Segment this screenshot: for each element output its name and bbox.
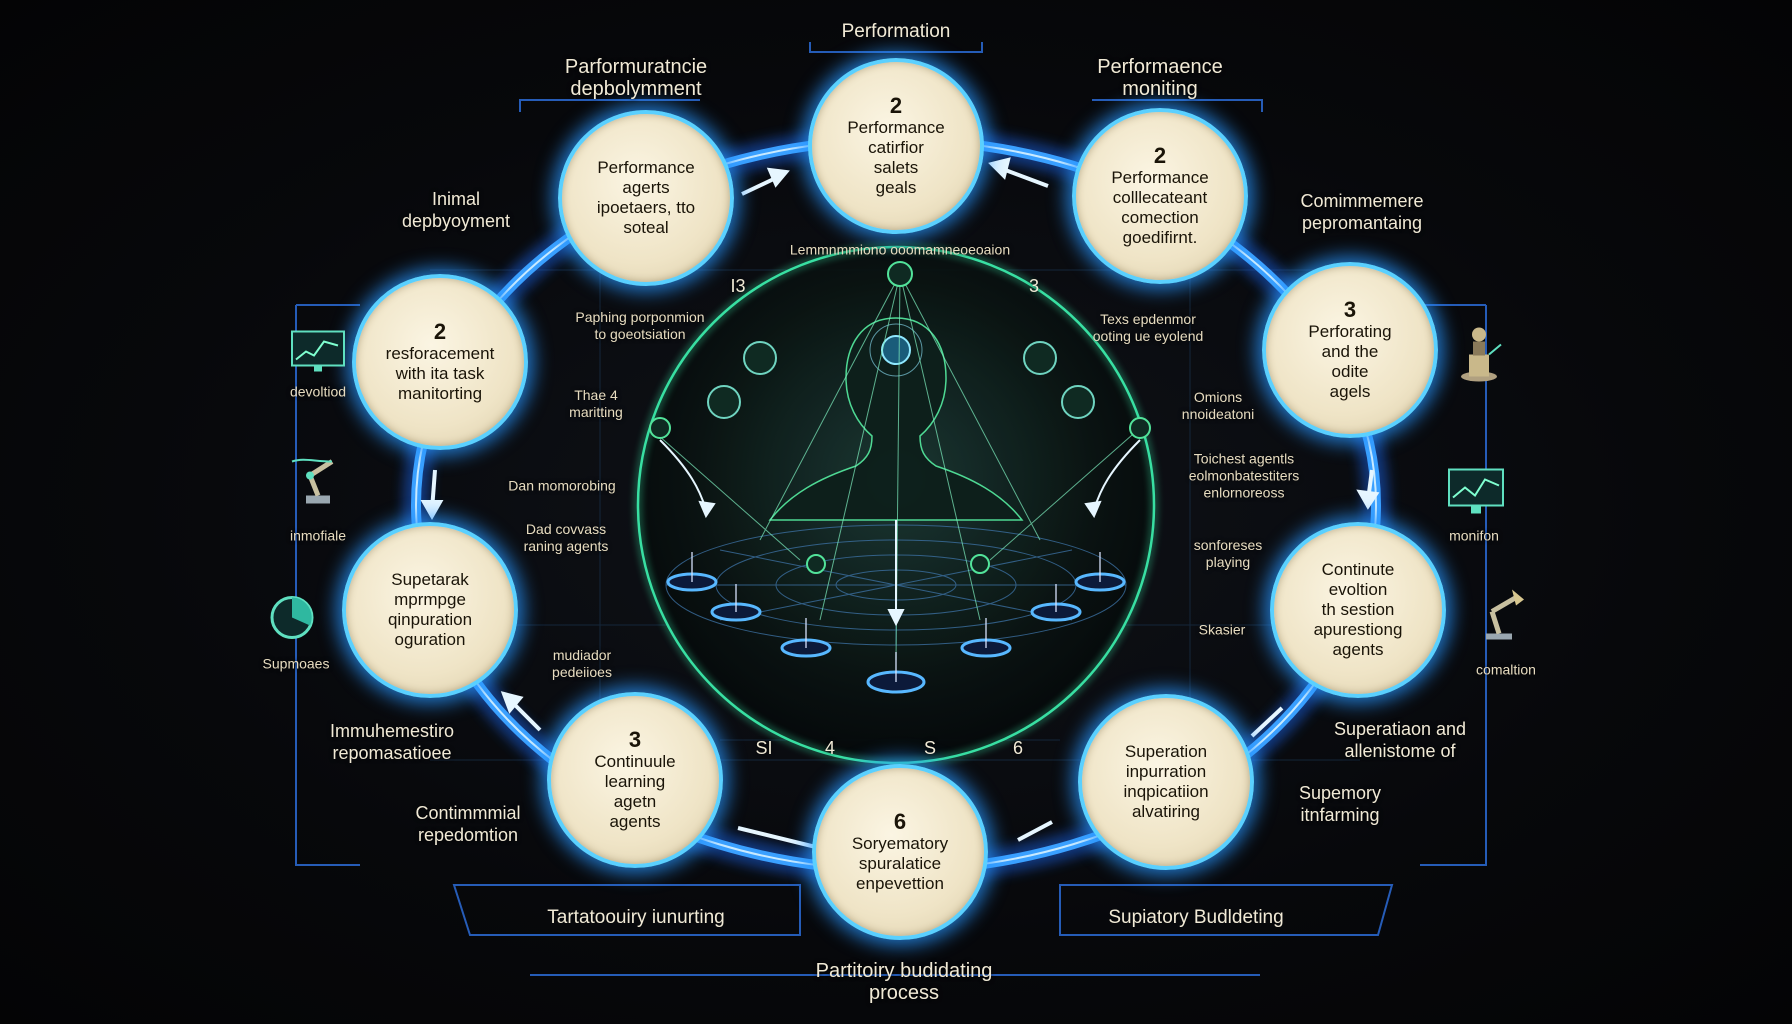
central-hologram bbox=[633, 242, 1159, 768]
stage-node-evolution[interactable]: Continute evoltion th sestion apurestion… bbox=[1270, 522, 1446, 698]
stage-node-agents[interactable]: Performance agerts ipoetaers, tto soteal bbox=[558, 110, 734, 286]
left-header: Parformuratncie depbolymment bbox=[564, 56, 708, 100]
right-header: Performaence moniting bbox=[1097, 56, 1223, 100]
stage-node-goals[interactable]: 2 Performance catirfior salets geals bbox=[808, 58, 984, 234]
pie-chart-icon bbox=[268, 594, 316, 647]
stage-text: Performance colllecateant comection goed… bbox=[1111, 168, 1209, 247]
label-initial-deployment: Inimal depbyoyment bbox=[401, 189, 511, 231]
tick-13: I3 bbox=[730, 276, 746, 296]
label-monitor: monifon bbox=[1449, 527, 1499, 544]
robot-arm-icon bbox=[288, 452, 348, 513]
label-supmoaes: Supmoaes bbox=[262, 655, 330, 672]
tick-5: S bbox=[923, 738, 937, 758]
stage-text: Perforating and the odite agels bbox=[1308, 322, 1392, 401]
label-top-center: Lemmnmmiono ooomamneoeoaion bbox=[789, 241, 1011, 258]
tick-4: 4 bbox=[824, 738, 836, 758]
label-cumation: comaltion bbox=[1476, 661, 1536, 678]
chart-monitor-icon bbox=[290, 330, 346, 379]
stage-text: Performance agerts ipoetaers, tto soteal bbox=[596, 158, 696, 237]
tick-3: 3 bbox=[1028, 276, 1040, 296]
stage-text: Performance catirfior salets geals bbox=[847, 118, 945, 197]
trophy-figure-icon bbox=[1455, 315, 1505, 390]
stage-number: 2 bbox=[1153, 143, 1167, 168]
label-superatan: Superatiaon and allenistome of bbox=[1333, 719, 1467, 761]
stage-node-supetarak[interactable]: Supetarak mprmpge qinpuration oguration bbox=[342, 522, 518, 698]
label-continual: Contimmmial repedomtion bbox=[415, 803, 521, 845]
stage-node-superation[interactable]: Superation inpurration inqpicatiion alva… bbox=[1078, 694, 1254, 870]
stage-node-learning[interactable]: 3 Continuule learning agetn agents bbox=[547, 692, 723, 868]
label-omions: Omions nnoideatoni bbox=[1181, 389, 1255, 422]
monitor-icon bbox=[1447, 468, 1505, 521]
label-devolution: devoltiod bbox=[289, 383, 347, 400]
label-immediate: Immuhemestiro repomasatioee bbox=[329, 721, 455, 763]
stage-text: Supetarak mprmpge qinpuration oguration bbox=[387, 570, 473, 649]
label-inmotion: inmofiale bbox=[289, 527, 347, 544]
stage-number: 3 bbox=[1343, 297, 1357, 322]
label-texs: Texs epdenmor ooting ue eyolend bbox=[1092, 311, 1204, 344]
stage-number: 2 bbox=[433, 319, 447, 344]
tick-s1: SI bbox=[755, 738, 773, 758]
stage-number: 6 bbox=[893, 809, 907, 834]
label-conforeses: sonforeses playing bbox=[1193, 537, 1263, 570]
label-shasior: Skasier bbox=[1198, 621, 1246, 638]
label-dan: Dan momorobing bbox=[508, 477, 616, 494]
stage-number: 3 bbox=[628, 727, 642, 752]
label-dad: Dad covvass raning agents bbox=[523, 521, 609, 554]
stage-text: Continute evoltion th sestion apurestion… bbox=[1313, 560, 1403, 659]
label-paring: Paphing porponmion to goeotsiation bbox=[575, 309, 705, 342]
footer-title: Partitoiry budidating process bbox=[815, 960, 993, 1004]
stage-text: resforacement with ita task manitorting bbox=[385, 344, 495, 403]
bottom-left-banner: Tartatoouiry iunurting bbox=[547, 907, 725, 928]
label-thae: Thae 4 maritting bbox=[569, 387, 623, 420]
stage-node-supervisory[interactable]: 6 Soryematory spuralatice enpevettion bbox=[812, 764, 988, 940]
label-supemory: Supemory itnfarming bbox=[1298, 783, 1382, 825]
bottom-right-banner: Supiatory Budldeting bbox=[1108, 907, 1284, 928]
label-mudrfor: mudiador pedeiioes bbox=[552, 647, 612, 680]
stage-node-perforating[interactable]: 3 Perforating and the odite agels bbox=[1262, 262, 1438, 438]
stage-text: Continuule learning agetn agents bbox=[594, 752, 676, 831]
tick-6: 6 bbox=[1012, 738, 1024, 758]
label-tchest: Toichest agentls eolmonbatestiters enlor… bbox=[1188, 450, 1300, 501]
stage-node-collection[interactable]: 2 Performance colllecateant comection go… bbox=[1072, 108, 1248, 284]
stage-text: Soryematory spuralatice enpevettion bbox=[851, 834, 949, 893]
top-title: Performation bbox=[841, 21, 951, 42]
stage-number: 2 bbox=[889, 93, 903, 118]
stage-text: Superation inpurration inqpicatiion alva… bbox=[1123, 742, 1209, 821]
lamp-arm-icon bbox=[1472, 584, 1528, 649]
stage-node-reinforcement[interactable]: 2 resforacement with ita task manitortin… bbox=[352, 274, 528, 450]
label-commonmere: Comimmemere pepromantaing bbox=[1300, 191, 1424, 233]
